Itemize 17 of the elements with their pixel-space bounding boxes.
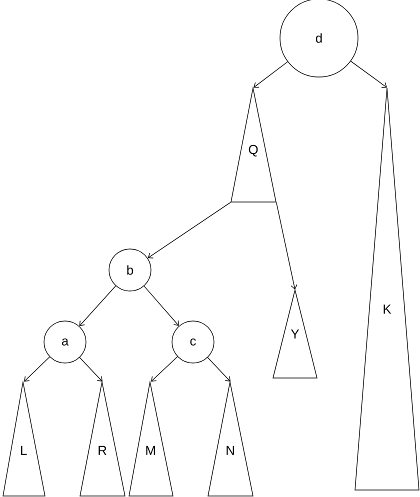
- arrow: [144, 286, 179, 326]
- subtree-triangle: N: [208, 380, 254, 496]
- subtree-triangle: M: [128, 380, 174, 496]
- subtree-triangle: L: [2, 380, 46, 496]
- arrow: [254, 61, 288, 88]
- arrow: [24, 356, 50, 382]
- subtree-triangle: Y: [272, 288, 318, 378]
- subtree-triangle: R: [80, 380, 126, 496]
- arrow: [79, 286, 116, 326]
- arrow: [207, 357, 230, 382]
- arrow: [276, 202, 298, 290]
- arrow: [151, 356, 178, 382]
- subtree-triangle: K: [354, 88, 420, 490]
- subtree-triangle: Q: [230, 86, 276, 202]
- arrow: [79, 357, 102, 382]
- arrow: [148, 202, 231, 258]
- arrow: [350, 60, 387, 88]
